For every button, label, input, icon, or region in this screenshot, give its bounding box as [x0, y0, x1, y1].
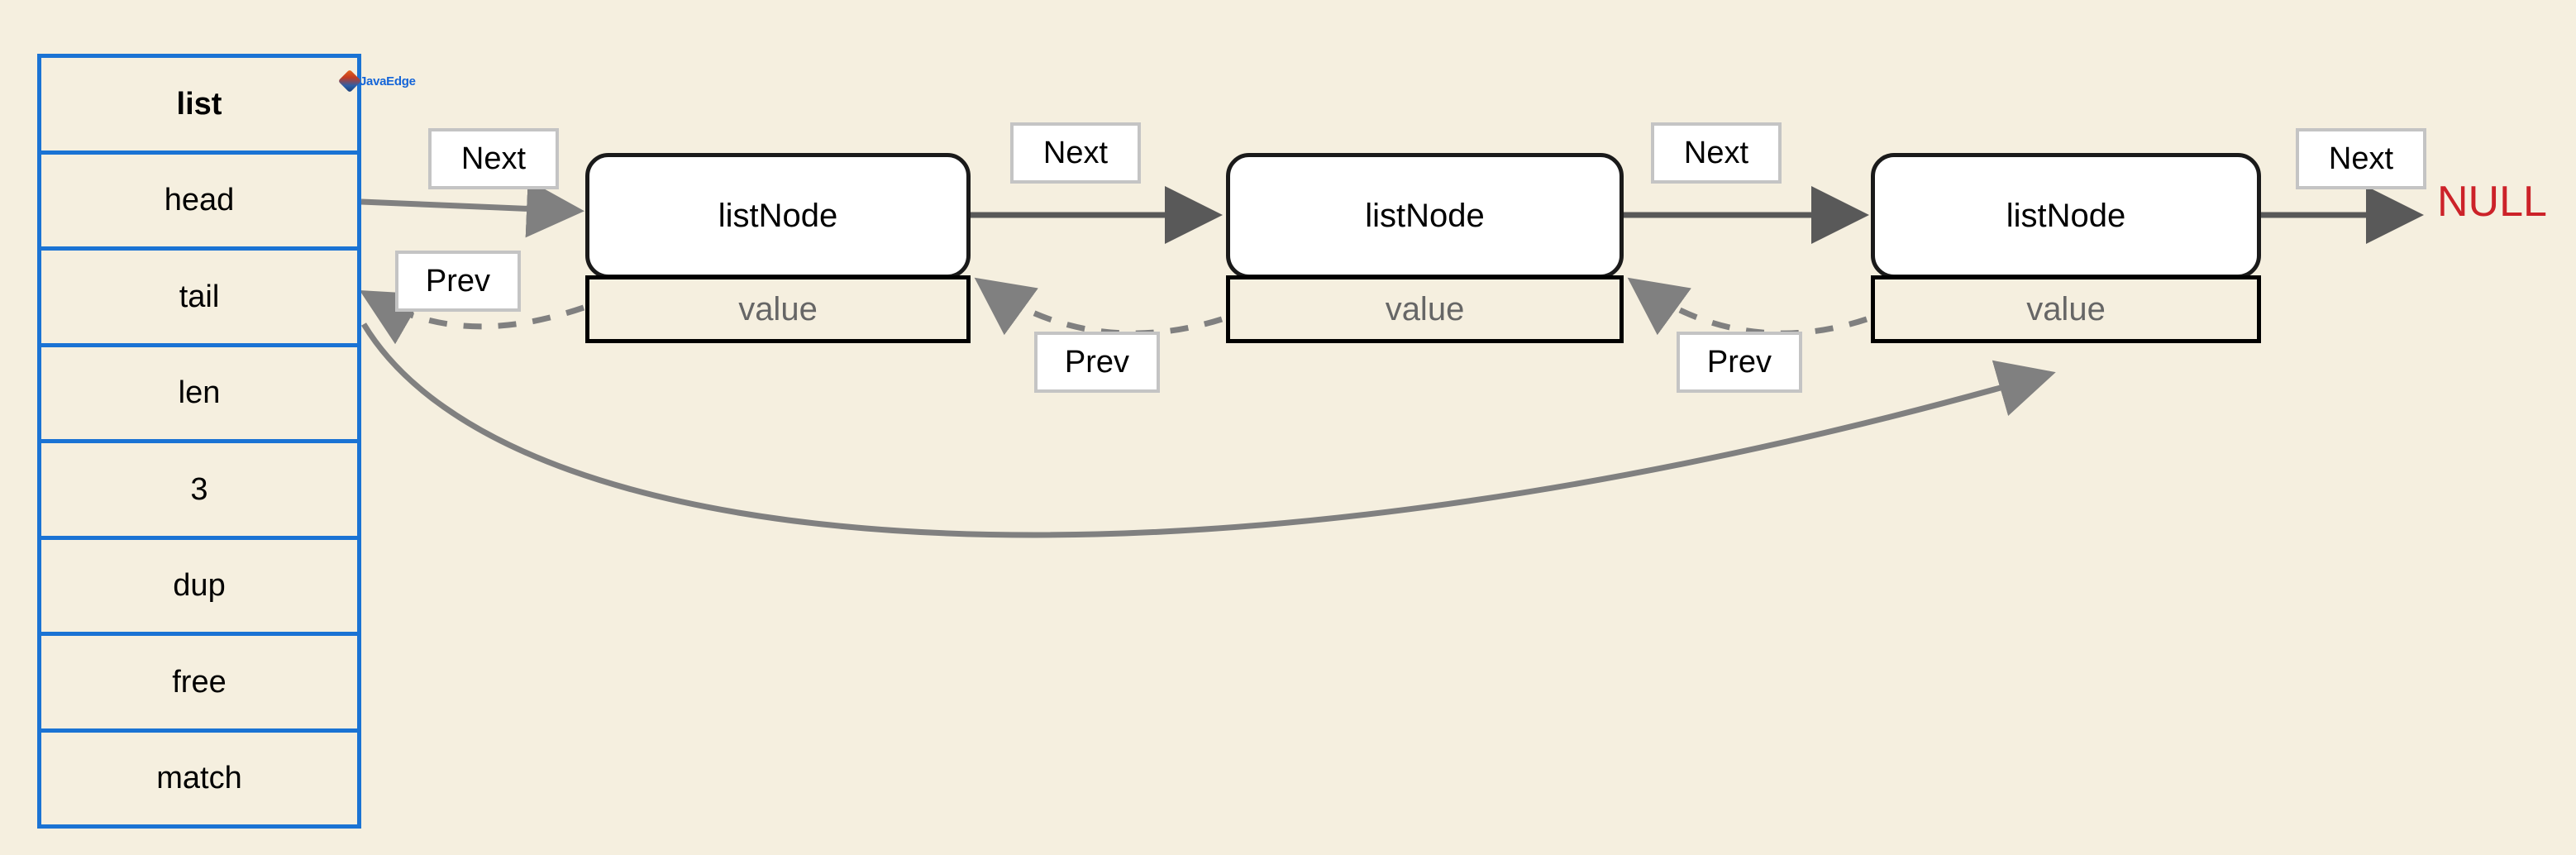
struct-row-match: match: [156, 761, 242, 796]
edge-label-prev-1: Prev: [395, 251, 521, 312]
edge-label-prev-2: Prev: [1034, 332, 1160, 393]
struct-row-head: head: [41, 155, 357, 251]
list-node-3-title: listNode: [1871, 153, 2261, 279]
list-node-3: listNode value: [1871, 153, 2261, 343]
edge-label-next-3: Next: [1651, 122, 1782, 184]
list-node-1: listNode value: [585, 153, 971, 343]
javaedge-watermark: JavaEdge: [337, 69, 416, 93]
arrow-head-to-node1: [360, 179, 584, 238]
list-node-1-value: value: [585, 275, 971, 343]
arrow-prev-node2-node1: [974, 277, 1224, 337]
list-node-2: listNode value: [1226, 153, 1624, 343]
struct-row-list: list: [41, 58, 357, 155]
edge-label-next-1: Next: [428, 128, 559, 189]
list-node-2-value: value: [1226, 275, 1624, 343]
null-terminator-label: NULL: [2437, 178, 2547, 226]
list-node-2-title: listNode: [1226, 153, 1624, 279]
arrow-prev-node3-node2: [1627, 277, 1868, 337]
struct-row-tail: tail: [41, 251, 357, 347]
javaedge-logo-icon: [337, 69, 362, 93]
list-struct-table: list head tail len 3 dup free match: [37, 54, 361, 829]
edge-label-next-2: Next: [1010, 122, 1141, 184]
watermark-label: JavaEdge: [360, 74, 416, 88]
struct-row-len-value: 3: [41, 443, 357, 540]
edge-label-prev-3: Prev: [1677, 332, 1802, 393]
struct-row-dup: dup: [41, 540, 357, 636]
struct-row-free: free: [41, 636, 357, 733]
struct-row-len: len: [41, 347, 357, 443]
list-node-3-value: value: [1871, 275, 2261, 343]
list-node-1-title: listNode: [585, 153, 971, 279]
edge-label-next-4: Next: [2296, 128, 2426, 189]
